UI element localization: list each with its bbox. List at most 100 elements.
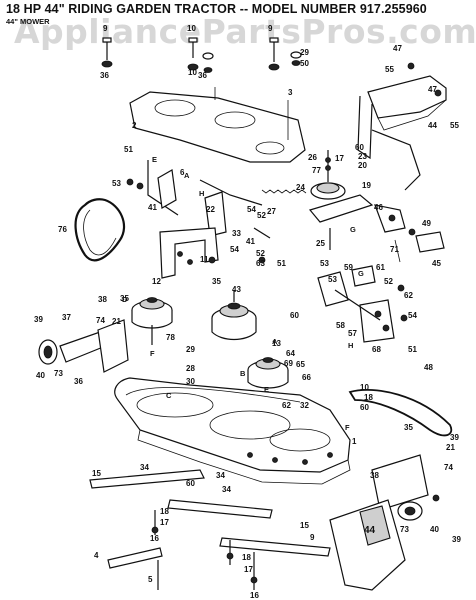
- part-number-label: 54: [408, 311, 417, 320]
- part-number-label: 54: [247, 205, 256, 214]
- part-number-label: 52: [256, 249, 265, 258]
- part-number-label: 73: [54, 369, 63, 378]
- part-number-label: 10: [360, 383, 369, 392]
- part-number-label: 78: [166, 333, 175, 342]
- part-number-label: 63: [256, 259, 265, 268]
- part-number-label: 48: [424, 363, 433, 372]
- part-number-label: 61: [376, 263, 385, 272]
- part-number-label: 69: [284, 359, 293, 368]
- part-number-label: 76: [58, 225, 67, 234]
- part-number-label: 60: [360, 403, 369, 412]
- part-number-label: 18: [364, 393, 373, 402]
- callout-letter: C: [166, 391, 172, 400]
- part-number-label: 10: [188, 68, 197, 77]
- mower-deck-housing-1: [114, 377, 351, 485]
- part-number-label: 49: [422, 219, 431, 228]
- spindle-assembly-12: [131, 297, 173, 345]
- callout-letter: A: [184, 171, 190, 180]
- part-number-label: 53: [328, 275, 337, 284]
- belt-76: [74, 198, 126, 262]
- part-number-label: 53: [320, 259, 329, 268]
- discharge-chute-69: 44: [329, 499, 406, 591]
- part-number-label: 45: [432, 259, 441, 268]
- part-number-label: 41: [148, 203, 157, 212]
- part-number-label: 54: [230, 245, 239, 254]
- part-number-label: 21: [446, 443, 455, 452]
- callout-letter: A: [272, 337, 278, 346]
- part-number-label: 13: [272, 339, 281, 348]
- part-number-label: 39: [452, 535, 461, 544]
- part-number-label: 36: [198, 71, 207, 80]
- callout-letter: F: [345, 423, 350, 432]
- part-number-label: 9: [268, 24, 273, 33]
- part-number-label: 11: [200, 255, 209, 264]
- part-number-label: 30: [186, 377, 195, 386]
- part-number-label: 55: [450, 121, 459, 130]
- part-number-label: 51: [277, 259, 286, 268]
- callout-letter: H: [348, 341, 353, 350]
- part-number-label: 15: [300, 521, 309, 530]
- bolt-10-left: [187, 37, 199, 71]
- part-number-label: 35: [212, 277, 221, 286]
- part-number-label: 44: [428, 121, 437, 130]
- part-number-label: 60: [290, 311, 299, 320]
- part-number-label: 35: [120, 294, 129, 303]
- washer-29: [202, 52, 214, 73]
- deck-baffle-2: [129, 87, 306, 163]
- part-number-label: 5: [148, 575, 153, 584]
- part-number-label: 74: [96, 316, 105, 325]
- part-number-label: 6: [180, 168, 185, 177]
- callout-letter: E: [152, 155, 157, 164]
- part-number-label: 18: [242, 553, 251, 562]
- spindle-assembly-13: [247, 357, 289, 389]
- part-number-label: 4: [94, 551, 99, 560]
- part-number-label: 9: [103, 24, 108, 33]
- part-number-label: 62: [282, 401, 291, 410]
- part-number-label: 29: [186, 345, 195, 354]
- lift-link-bracket: [357, 62, 447, 191]
- rear-bracket-45: [374, 204, 445, 263]
- part-number-label: 58: [336, 321, 345, 330]
- part-number-label: 50: [300, 59, 309, 68]
- part-number-label: 64: [286, 349, 295, 358]
- callout-letter: E: [264, 385, 269, 394]
- part-number-label: 38: [370, 471, 379, 480]
- part-number-label: 28: [186, 364, 195, 373]
- part-number-label: 9: [310, 533, 315, 542]
- washer-50: [290, 51, 302, 66]
- callout-letter: G: [358, 269, 364, 278]
- belt-48: [348, 388, 453, 437]
- part-number-label: 21: [112, 317, 121, 326]
- part-number-label: 26: [308, 153, 317, 162]
- bolt-9-left: [101, 37, 113, 68]
- part-number-label: 18: [160, 507, 169, 516]
- part-number-label: 29: [300, 48, 309, 57]
- part-number-label: 38: [98, 295, 107, 304]
- callout-letter: G: [350, 225, 356, 234]
- part-number-label: 66: [302, 373, 311, 382]
- part-number-label: 32: [300, 401, 309, 410]
- part-number-label: 52: [384, 277, 393, 286]
- blade-15-right: [219, 537, 331, 557]
- part-number-label: 41: [246, 237, 255, 246]
- part-number-label: 25: [316, 239, 325, 248]
- part-number-label: 55: [385, 65, 394, 74]
- part-number-label: 51: [408, 345, 417, 354]
- part-number-label: 3: [288, 88, 293, 97]
- part-number-label: 35: [404, 423, 413, 432]
- blade-adapter-4: [107, 547, 163, 569]
- part-number-label: 2: [132, 121, 137, 130]
- part-number-label: 23: [358, 152, 367, 161]
- part-number-label: 16: [150, 534, 159, 543]
- part-number-label: 20: [358, 161, 367, 170]
- part-number-label: 34: [222, 485, 231, 494]
- gauge-wheel-40-left: [38, 319, 129, 373]
- callout-letter: F: [150, 349, 155, 358]
- blade-15-center: [167, 499, 273, 519]
- part-number-label: 19: [362, 181, 371, 190]
- part-number-label: 73: [400, 525, 409, 534]
- part-number-label: 39: [450, 433, 459, 442]
- bolt-9-right: [268, 37, 280, 71]
- part-number-label: 12: [152, 277, 161, 286]
